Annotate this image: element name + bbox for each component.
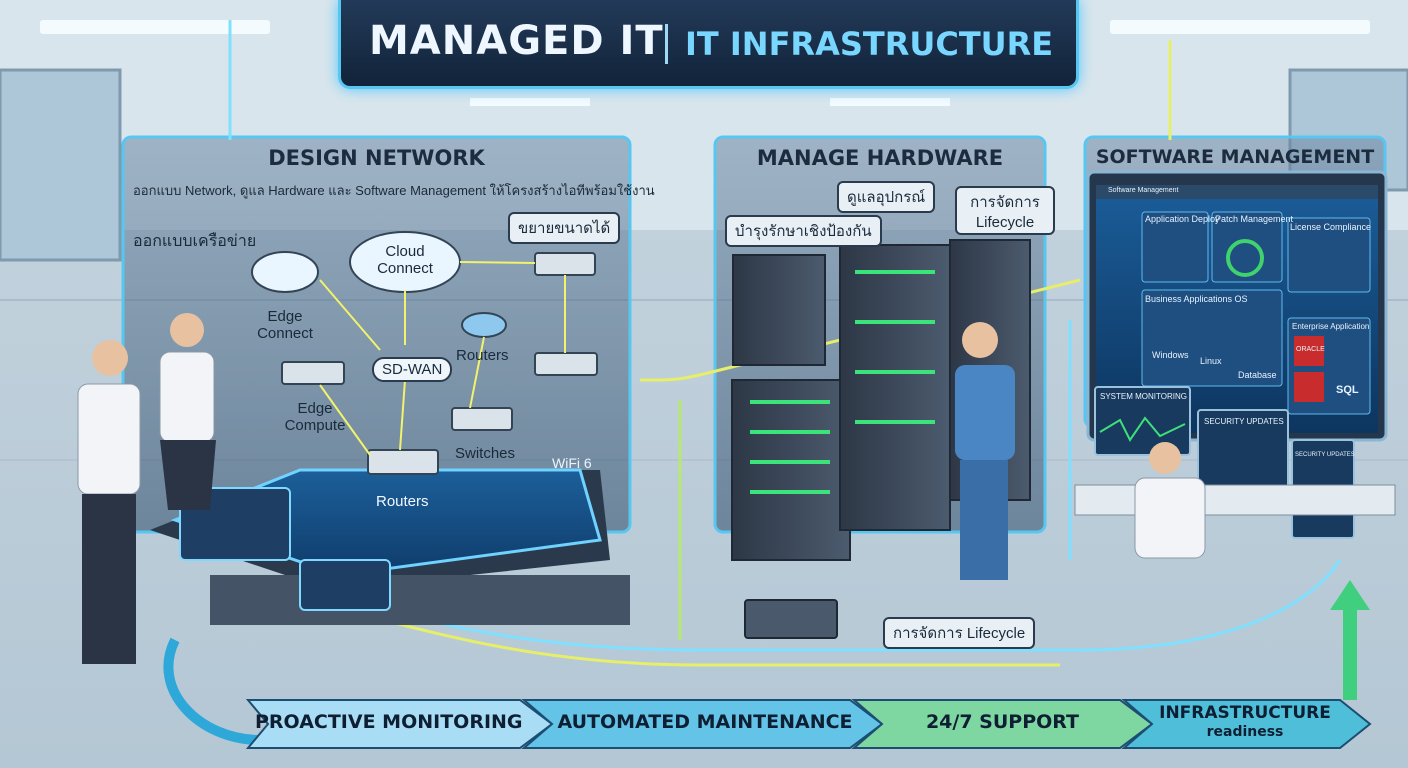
software-management-title: SOFTWARE MANAGEMENT bbox=[1095, 146, 1375, 168]
node-edge-compute: Edge Compute bbox=[284, 400, 346, 434]
care-label: ดูแลอุปกรณ์ bbox=[837, 181, 936, 213]
node-wifi: WiFi 6 bbox=[552, 455, 592, 471]
design-label: ออกแบบเครือข่าย bbox=[133, 233, 257, 250]
lifecycle-label: การจัดการ Lifecycle bbox=[955, 186, 1055, 235]
monitor-system: SYSTEM MONITORING bbox=[1100, 392, 1187, 401]
maintenance-label: บำรุงรักษาเชิงป้องกัน bbox=[725, 215, 882, 247]
ceiling-lights bbox=[40, 20, 1370, 106]
screen-os-section: Business Applications OS bbox=[1145, 294, 1248, 304]
people bbox=[77, 313, 1206, 664]
screen-os-windows: Windows bbox=[1152, 350, 1189, 360]
node-routers-bottom: Routers bbox=[376, 493, 429, 510]
node-switches: Switches bbox=[455, 445, 516, 462]
screen-sql: SQL bbox=[1336, 384, 1359, 396]
stage-proactive-monitoring: PROACTIVE MONITORING bbox=[255, 711, 523, 733]
stage-infrastructure: INFRASTRUCTURE bbox=[1159, 703, 1331, 723]
screen-topbar: Software Management bbox=[1108, 187, 1179, 194]
stage-support: 24/7 SUPPORT bbox=[925, 711, 1080, 733]
screen-os-database: Database bbox=[1238, 370, 1277, 380]
screen-os-linux: Linux bbox=[1200, 356, 1222, 366]
screen-app-deploy: Application Deploy bbox=[1145, 214, 1220, 224]
monitoring-screens bbox=[1074, 386, 1396, 539]
manage-hardware-title: MANAGE HARDWARE bbox=[756, 146, 1004, 170]
design-network-title: DESIGN NETWORK bbox=[268, 146, 485, 170]
lifecycle-label-text: การจัดการ Lifecycle bbox=[970, 194, 1040, 231]
scalable-label: ขยายขนาดได้ bbox=[508, 212, 621, 244]
network-devices bbox=[251, 231, 598, 475]
screen-oracle: ORACLE bbox=[1296, 346, 1325, 353]
windows bbox=[0, 68, 1408, 262]
node-routers-top: Routers bbox=[456, 347, 509, 364]
network-links bbox=[319, 261, 566, 456]
pipeline bbox=[163, 580, 1372, 749]
lifecycle-bottom-label: การจัดการ Lifecycle bbox=[883, 617, 1036, 649]
software-screen bbox=[1086, 170, 1388, 442]
node-sdwan: SD-WAN bbox=[372, 357, 453, 382]
screen-license: License Compliance bbox=[1290, 222, 1372, 232]
node-edge-connect: Edge Connect bbox=[257, 308, 313, 342]
header-title-left: MANAGED IT bbox=[369, 18, 664, 64]
network-table bbox=[150, 468, 630, 625]
node-cloud-connect: Cloud Connect bbox=[377, 243, 433, 277]
screen-patch: Patch Management bbox=[1215, 214, 1294, 224]
header-banner: MANAGED IT IT INFRASTRUCTURE bbox=[338, 0, 1079, 89]
stage-automated-maintenance: AUTOMATED MAINTENANCE bbox=[557, 711, 853, 733]
monitor-security: SECURITY UPDATES bbox=[1204, 417, 1284, 426]
monitor-security-2: SECURITY UPDATES bbox=[1295, 452, 1355, 458]
screen-enterprise: Enterprise Application bbox=[1292, 322, 1370, 331]
floor-switch bbox=[744, 599, 838, 639]
header-title-right: IT INFRASTRUCTURE bbox=[685, 25, 1054, 63]
header-divider bbox=[665, 24, 668, 64]
design-network-subtitle: ออกแบบ Network, ดูแล Hardware และ Softwa… bbox=[133, 183, 655, 198]
stage-readiness: readiness bbox=[1206, 724, 1284, 740]
